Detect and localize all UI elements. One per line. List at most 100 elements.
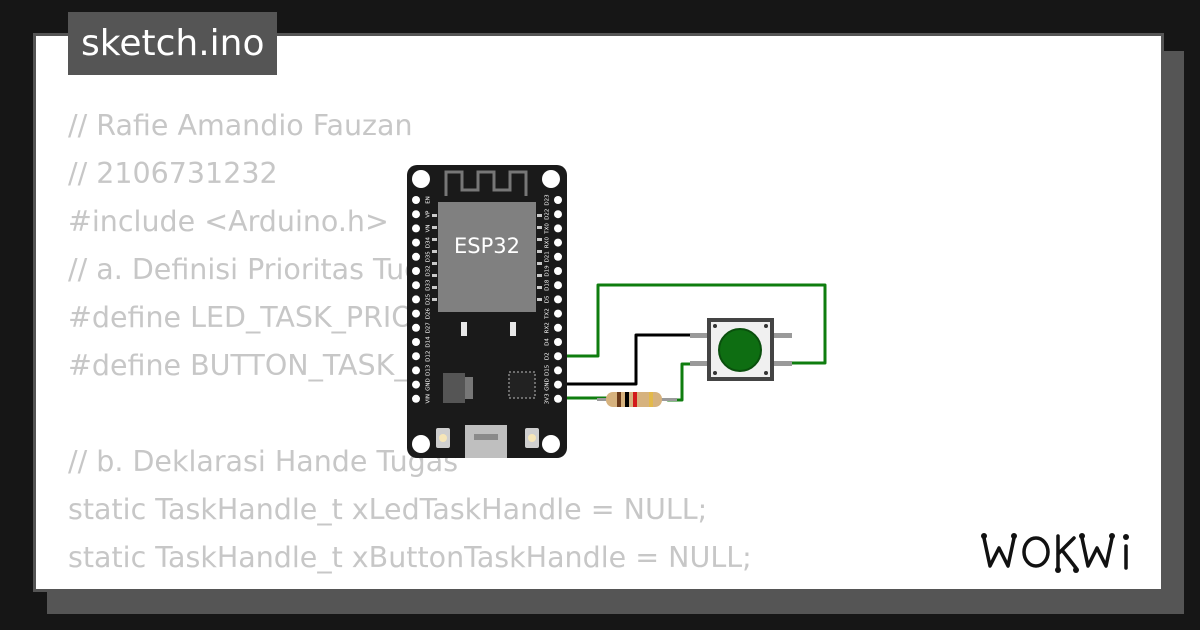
header-pin[interactable]	[412, 309, 420, 318]
pushbutton[interactable]	[690, 318, 792, 381]
code-line: // Rafie Amandio Fauzan	[68, 109, 413, 142]
button-lead	[772, 333, 792, 338]
pin-label: D18	[545, 279, 551, 291]
pin-headers: ENVPVND34D35D32D33D25D26D27D14D12D13GNDV…	[412, 194, 562, 404]
pin-label: GND	[545, 378, 551, 391]
pin-label: EN	[426, 196, 432, 204]
chip-label: ESP32	[454, 234, 520, 258]
header-pin[interactable]	[412, 295, 420, 304]
pin-label: D27	[426, 322, 432, 334]
pin-label: D14	[426, 336, 432, 348]
resistor-band	[617, 392, 621, 407]
button-corner	[764, 324, 768, 328]
pin-label: D22	[545, 209, 551, 220]
header-pin[interactable]	[554, 267, 562, 275]
pin-label: 3V3	[545, 393, 551, 404]
header-pin[interactable]	[412, 224, 420, 233]
header-pin[interactable]	[554, 252, 562, 261]
regulator-tab	[465, 377, 473, 399]
pin-label: D21	[545, 251, 551, 262]
header-pin[interactable]	[554, 309, 562, 318]
usb-chip	[508, 371, 536, 399]
pin-label: D23	[545, 194, 551, 206]
header-pin[interactable]	[554, 196, 562, 204]
antenna-trace	[444, 170, 528, 196]
header-pin[interactable]	[412, 394, 420, 403]
header-pin[interactable]	[412, 323, 420, 332]
header-pin[interactable]	[554, 394, 562, 403]
header-pin[interactable]	[554, 338, 562, 346]
header-pin[interactable]	[554, 352, 562, 361]
pin-label: RX2	[545, 322, 551, 333]
pin-label: D12	[426, 351, 432, 362]
pin-label: D19	[545, 265, 551, 277]
mount-hole	[412, 170, 430, 188]
header-pin[interactable]	[554, 238, 562, 247]
esp32-board[interactable]: ESP32 ENVPVND34D35D32D33D25D26D27D14D12D…	[407, 165, 567, 458]
pin-label: GND	[426, 378, 432, 391]
code-line: static TaskHandle_t xButtonTaskHandle = …	[68, 541, 752, 574]
header-pin[interactable]	[412, 352, 420, 361]
code-preview: // Rafie Amandio Fauzan // 2106731232 #i…	[68, 102, 752, 582]
button-corner	[713, 324, 717, 328]
pin-label: TX2	[545, 308, 551, 320]
button-corner	[764, 371, 768, 375]
header-pin[interactable]	[554, 210, 562, 219]
header-pin[interactable]	[412, 196, 420, 204]
resistor-band	[625, 392, 629, 407]
pin-label: D26	[426, 307, 432, 319]
pin-label: D25	[426, 293, 432, 305]
button-lead	[690, 333, 708, 338]
pin-label: VP	[426, 210, 432, 218]
esp32-module	[438, 202, 536, 312]
usb-port	[465, 425, 507, 458]
button-corner	[713, 371, 717, 375]
header-pin[interactable]	[412, 366, 420, 375]
pin-label: D33	[426, 279, 432, 291]
code-line: static TaskHandle_t xLedTaskHandle = NUL…	[68, 493, 708, 526]
button-lead	[772, 361, 792, 366]
header-pin[interactable]	[412, 380, 420, 389]
header-pin[interactable]	[554, 323, 562, 332]
mount-hole	[542, 170, 560, 188]
module-pads	[432, 214, 542, 301]
header-pin[interactable]	[554, 224, 562, 233]
header-pin[interactable]	[554, 366, 562, 375]
boot-button-cap	[439, 434, 447, 442]
code-line: // b. Deklarasi Hande Tugas	[68, 445, 459, 478]
header-pin[interactable]	[412, 281, 420, 290]
reset-button-cap	[528, 434, 536, 442]
header-pin[interactable]	[412, 252, 420, 261]
header-pin[interactable]	[412, 338, 420, 346]
header-pin[interactable]	[554, 281, 562, 290]
wires	[559, 283, 827, 402]
resistor[interactable]	[597, 392, 677, 407]
pin-label: TX0	[545, 223, 551, 235]
pin-label: D13	[426, 364, 432, 376]
header-pin[interactable]	[412, 238, 420, 247]
voltage-regulator	[443, 373, 465, 403]
pin-label: RX0	[545, 237, 551, 249]
wire-resistor-button[interactable]	[666, 362, 702, 402]
wire-gnd-button[interactable]	[559, 333, 702, 386]
pin-label: D2	[545, 352, 551, 360]
smd-parts	[461, 322, 516, 336]
pin-label: VIN	[426, 394, 432, 404]
pin-label: D5	[545, 295, 551, 303]
pin-label: VN	[426, 224, 432, 232]
button-cap[interactable]	[718, 328, 762, 372]
code-line: #include <Arduino.h>	[68, 205, 389, 238]
header-pin[interactable]	[554, 295, 562, 304]
header-pin[interactable]	[412, 210, 420, 219]
wokwi-logo-icon	[981, 533, 1129, 573]
usb-port-slot	[474, 434, 498, 440]
filename-tab[interactable]: sketch.ino	[68, 12, 278, 75]
pin-label: D34	[426, 236, 432, 248]
code-line: // 2106731232	[68, 157, 278, 190]
pin-label: D15	[545, 364, 551, 376]
pin-label: D35	[426, 251, 432, 263]
header-pin[interactable]	[554, 380, 562, 389]
header-pin[interactable]	[412, 267, 420, 275]
mount-hole	[412, 435, 430, 453]
wire-d2-button[interactable]	[559, 283, 827, 365]
